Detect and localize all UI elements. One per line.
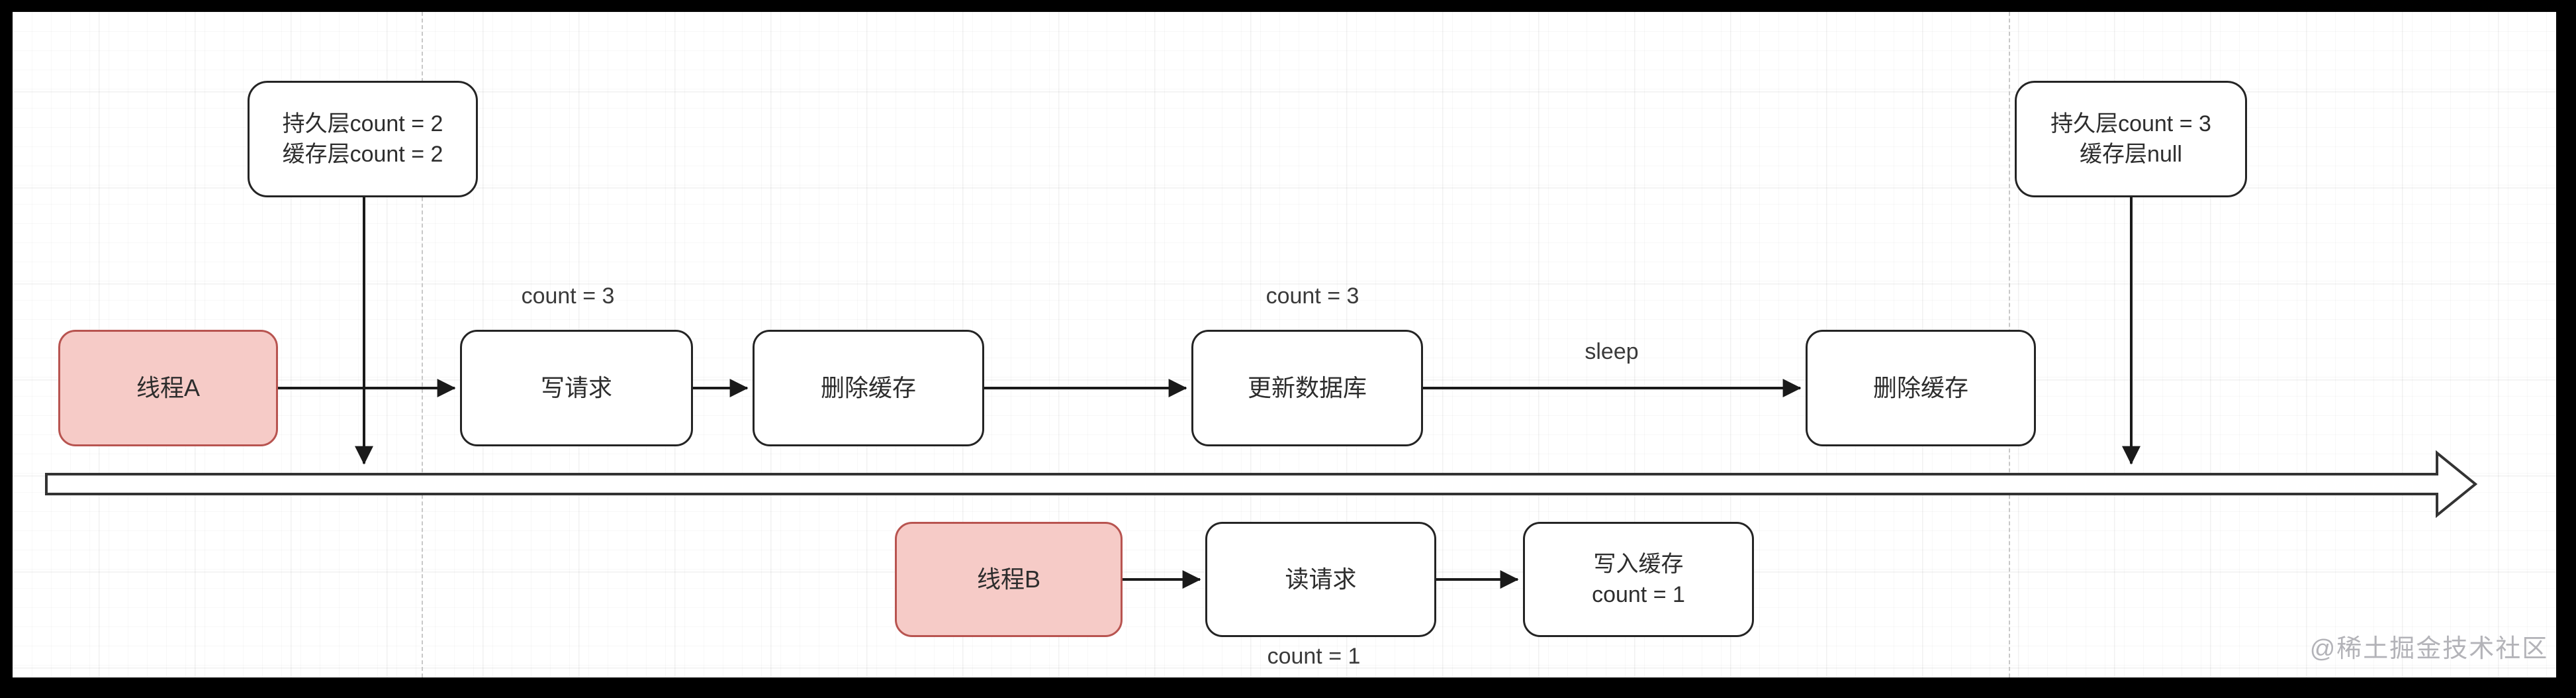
page-guide-line-left: [422, 12, 423, 677]
write-cache-line2: count = 1: [1592, 582, 1685, 607]
update-database-label: 更新数据库: [1247, 374, 1367, 401]
write-request-label: 写请求: [540, 374, 612, 401]
note-state-before: 持久层count = 2 缓存层count = 2: [248, 81, 478, 197]
update-database-box: 更新数据库: [1191, 330, 1423, 446]
delete-cache-1-label: 删除缓存: [820, 374, 916, 401]
delete-cache-2-label: 删除缓存: [1872, 374, 1968, 401]
count-label-write: count = 3: [521, 283, 615, 309]
thread-b-box: 线程B: [895, 522, 1123, 637]
write-request-box: 写请求: [460, 330, 693, 446]
watermark: @稀土掘金技术社区: [2309, 635, 2549, 663]
thread-b-label: 线程B: [976, 566, 1040, 593]
sleep-label: sleep: [1585, 339, 1639, 364]
thread-a-label: 线程A: [136, 374, 200, 401]
read-request-label: 读请求: [1285, 566, 1357, 593]
note-before-line2: 缓存层count = 2: [282, 142, 443, 167]
note-before-line1: 持久层count = 2: [282, 111, 443, 136]
note-after-line1: 持久层count = 3: [2050, 111, 2211, 136]
count-label-read: count = 1: [1267, 644, 1361, 669]
note-after-line2: 缓存层null: [2080, 142, 2182, 167]
count-label-update: count = 3: [1265, 283, 1359, 309]
write-cache-box: 写入缓存 count = 1: [1523, 522, 1754, 637]
delete-cache-1-box: 删除缓存: [753, 330, 984, 446]
thread-a-box: 线程A: [58, 330, 278, 446]
note-state-after: 持久层count = 3 缓存层null: [2015, 81, 2247, 197]
delete-cache-2-box: 删除缓存: [1806, 330, 2036, 446]
read-request-box: 读请求: [1205, 522, 1436, 637]
write-cache-line1: 写入缓存: [1593, 552, 1684, 577]
